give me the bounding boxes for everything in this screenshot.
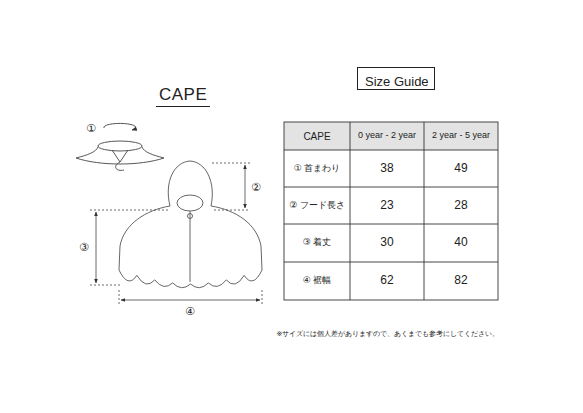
row-header: ④ 裾幅	[284, 262, 350, 300]
heading-text: Size Guide	[365, 75, 429, 89]
callout-number: ②	[249, 180, 263, 194]
table-cell: 30	[350, 224, 424, 262]
front-line	[190, 211, 191, 282]
callout-number: ③	[77, 240, 91, 254]
cape-right	[211, 206, 262, 270]
table-cell: 38	[350, 150, 424, 187]
heading-box: Size Guide	[357, 67, 435, 90]
table-header-fill	[284, 122, 498, 150]
scalloped-hem	[119, 270, 262, 288]
table-header: 0 year - 2 year	[350, 122, 424, 150]
table-cell: 40	[424, 224, 498, 262]
row-header: ③ 着丈	[284, 224, 350, 262]
table-cell: 28	[424, 187, 498, 224]
row-header: ② フード長さ	[284, 187, 350, 224]
dimension-lines	[90, 163, 262, 305]
table-cell: 82	[424, 262, 498, 300]
table-cell: 23	[350, 187, 424, 224]
note: ※サイズには個人差がありますので、あくまでも参考にしてください。	[268, 328, 508, 339]
row-header: ① 首まわり	[284, 150, 350, 187]
table-cell: 49	[424, 150, 498, 187]
cape-drawing	[119, 161, 262, 288]
table-grid	[284, 122, 498, 300]
table-header: 2 year - 5 year	[424, 122, 498, 150]
callout-number: ①	[84, 121, 98, 135]
cape-left	[119, 206, 170, 270]
callout-number: ④	[183, 304, 197, 318]
table-header: CAPE	[284, 122, 350, 150]
table-cell: 62	[350, 262, 424, 300]
drawing-title: CAPE	[156, 86, 210, 107]
hood	[168, 161, 212, 206]
tie	[188, 214, 193, 219]
hood-opening	[177, 195, 203, 211]
